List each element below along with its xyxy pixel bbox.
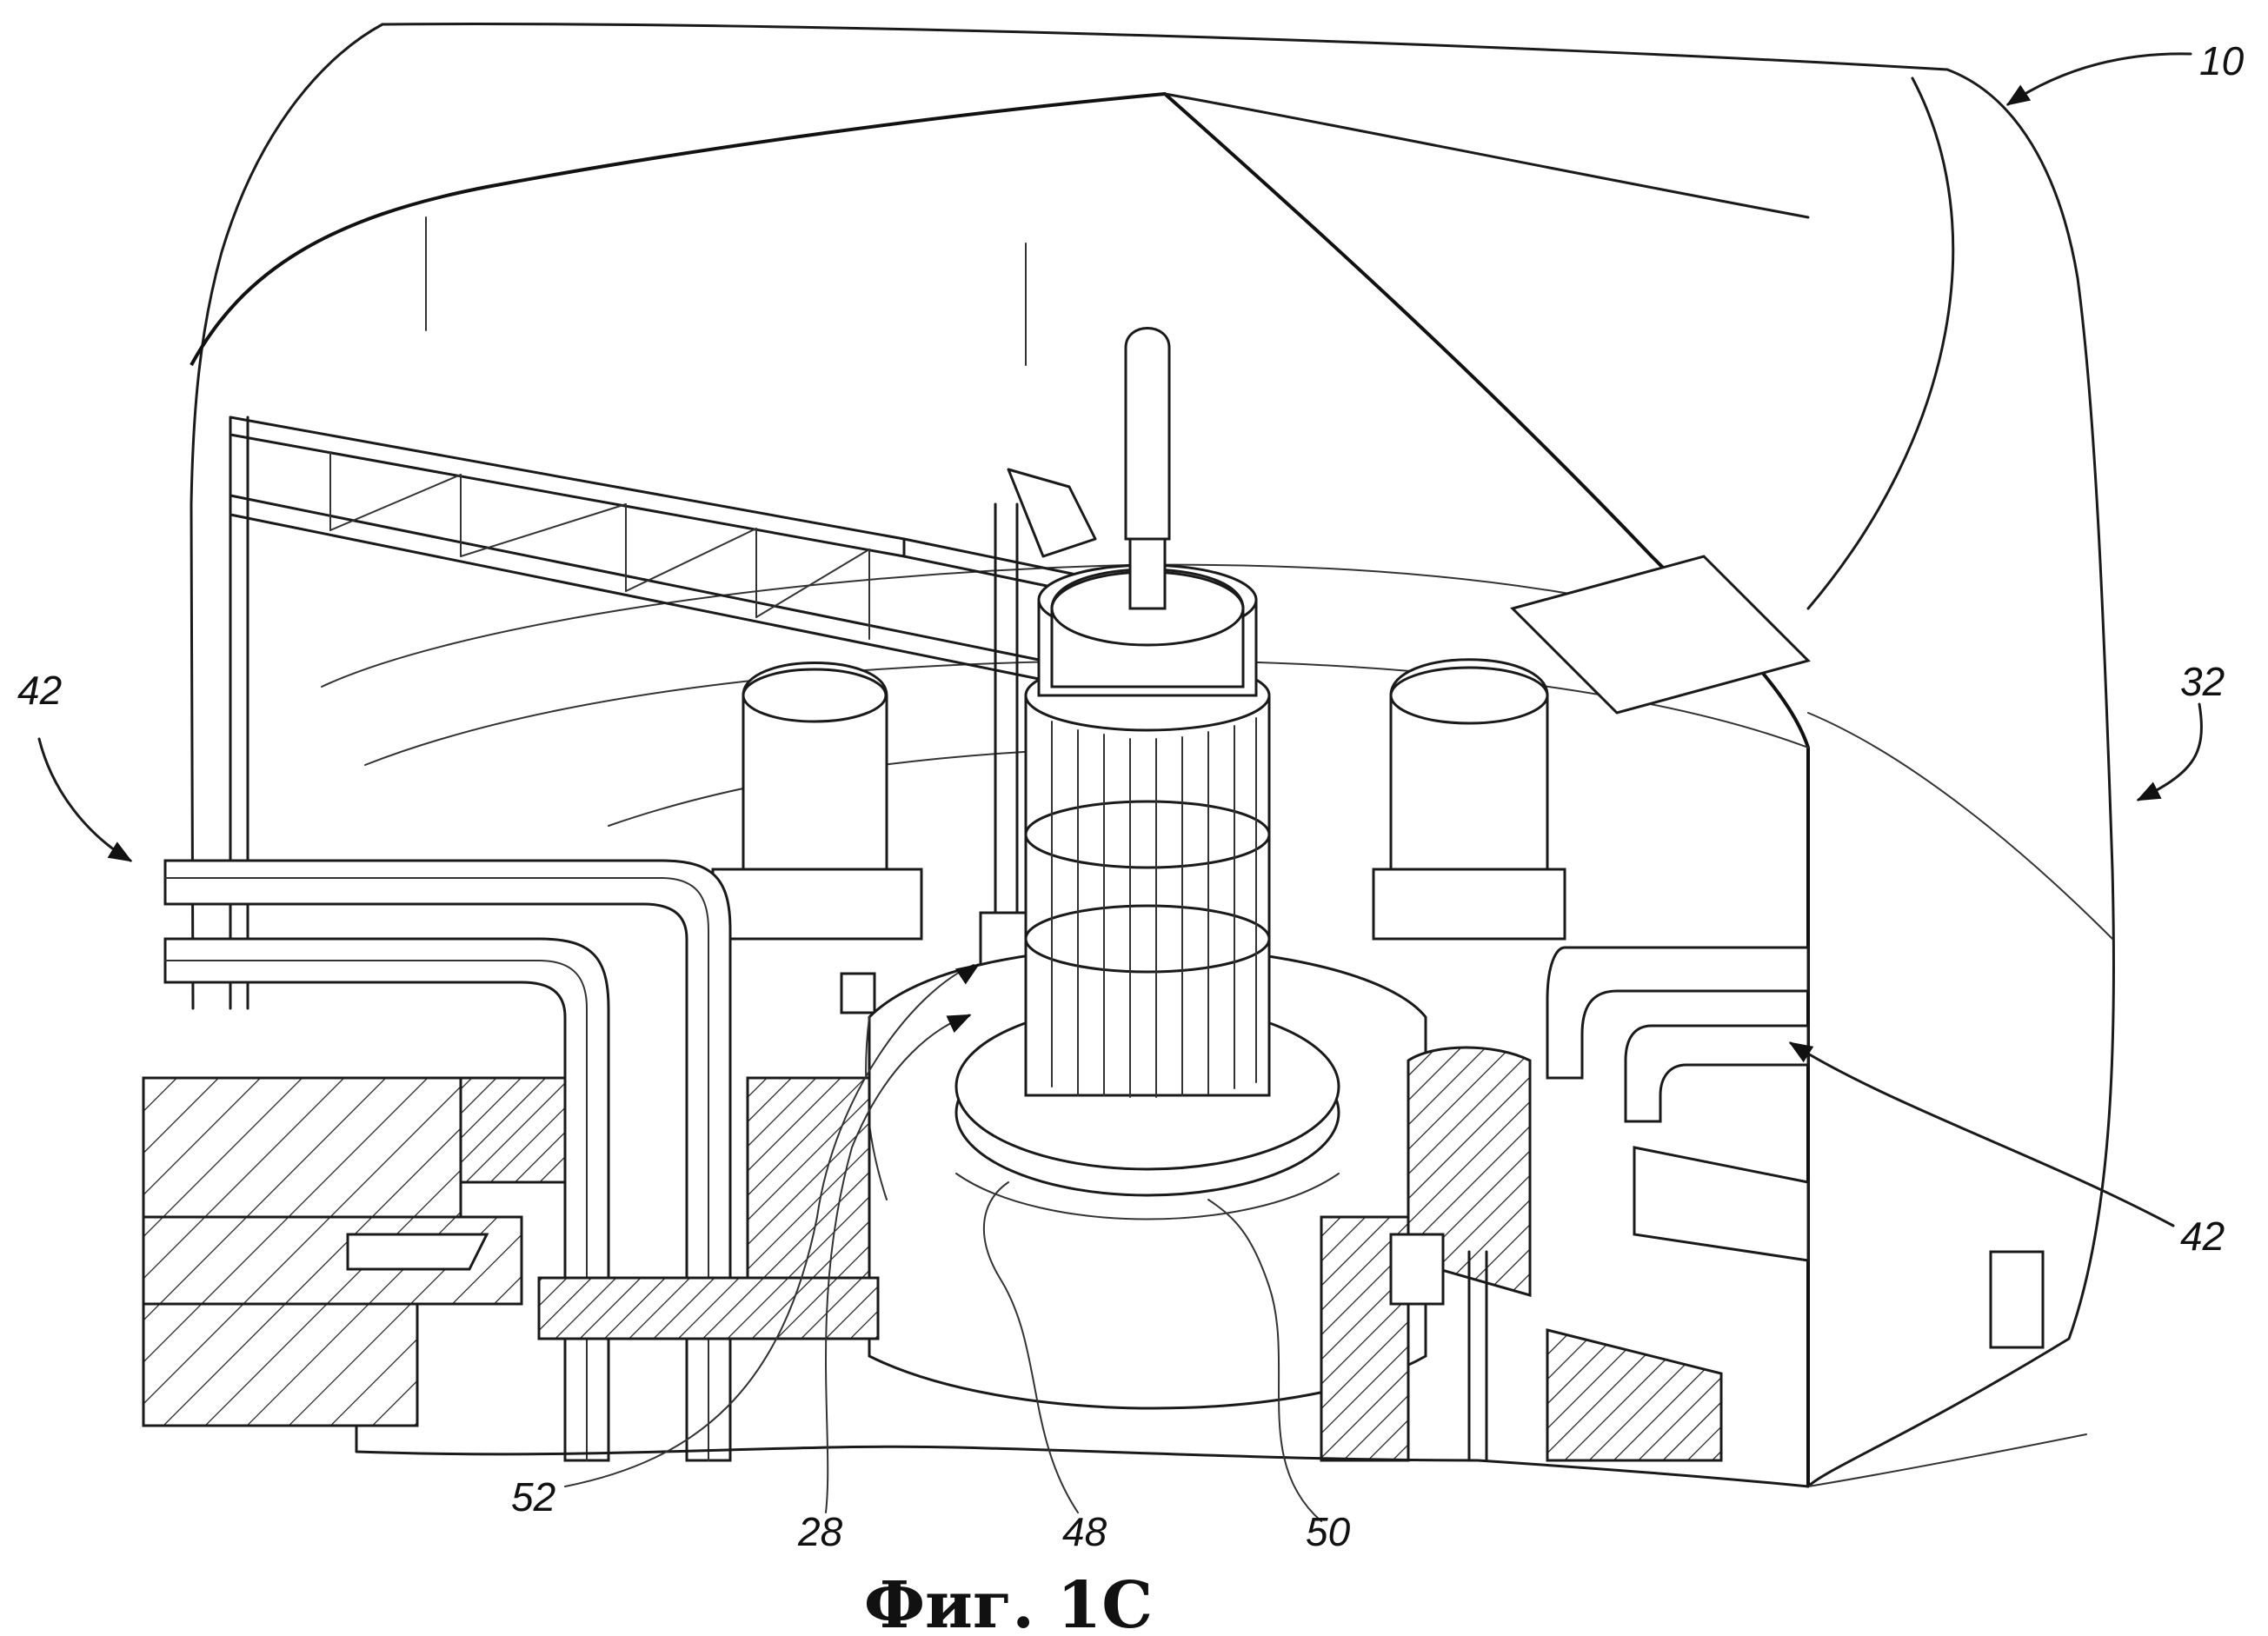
control-rod-assembly bbox=[1024, 327, 1271, 1098]
reference-numerals: 10 32 42 42 52 28 48 50 bbox=[17, 38, 2245, 1554]
label-42-left: 42 bbox=[17, 668, 62, 713]
label-50: 50 bbox=[1306, 1509, 1351, 1554]
wall-fixture bbox=[1989, 1250, 2045, 1349]
shielding-blocks-right bbox=[1320, 1046, 1723, 1462]
label-42-right: 42 bbox=[2180, 1214, 2225, 1259]
label-10: 10 bbox=[2199, 38, 2245, 83]
primary-pump-right bbox=[1372, 658, 1566, 941]
label-52: 52 bbox=[511, 1474, 555, 1520]
figure-caption: Фиг. 1С bbox=[864, 1568, 1153, 1636]
reference-leaders bbox=[37, 52, 2203, 1522]
label-32: 32 bbox=[2180, 659, 2225, 704]
label-48: 48 bbox=[1062, 1509, 1107, 1554]
heat-exchanger-pipes-left bbox=[163, 859, 732, 1462]
shielding-blocks-left bbox=[142, 1076, 880, 1427]
containment-vessel bbox=[190, 23, 2116, 1488]
heat-exchanger-pipes-right bbox=[1546, 946, 1810, 1262]
section-cut-bottom bbox=[142, 1424, 1810, 1488]
label-28: 28 bbox=[797, 1509, 843, 1554]
right-duct bbox=[1510, 555, 1811, 715]
primary-pump-left bbox=[711, 662, 923, 1014]
